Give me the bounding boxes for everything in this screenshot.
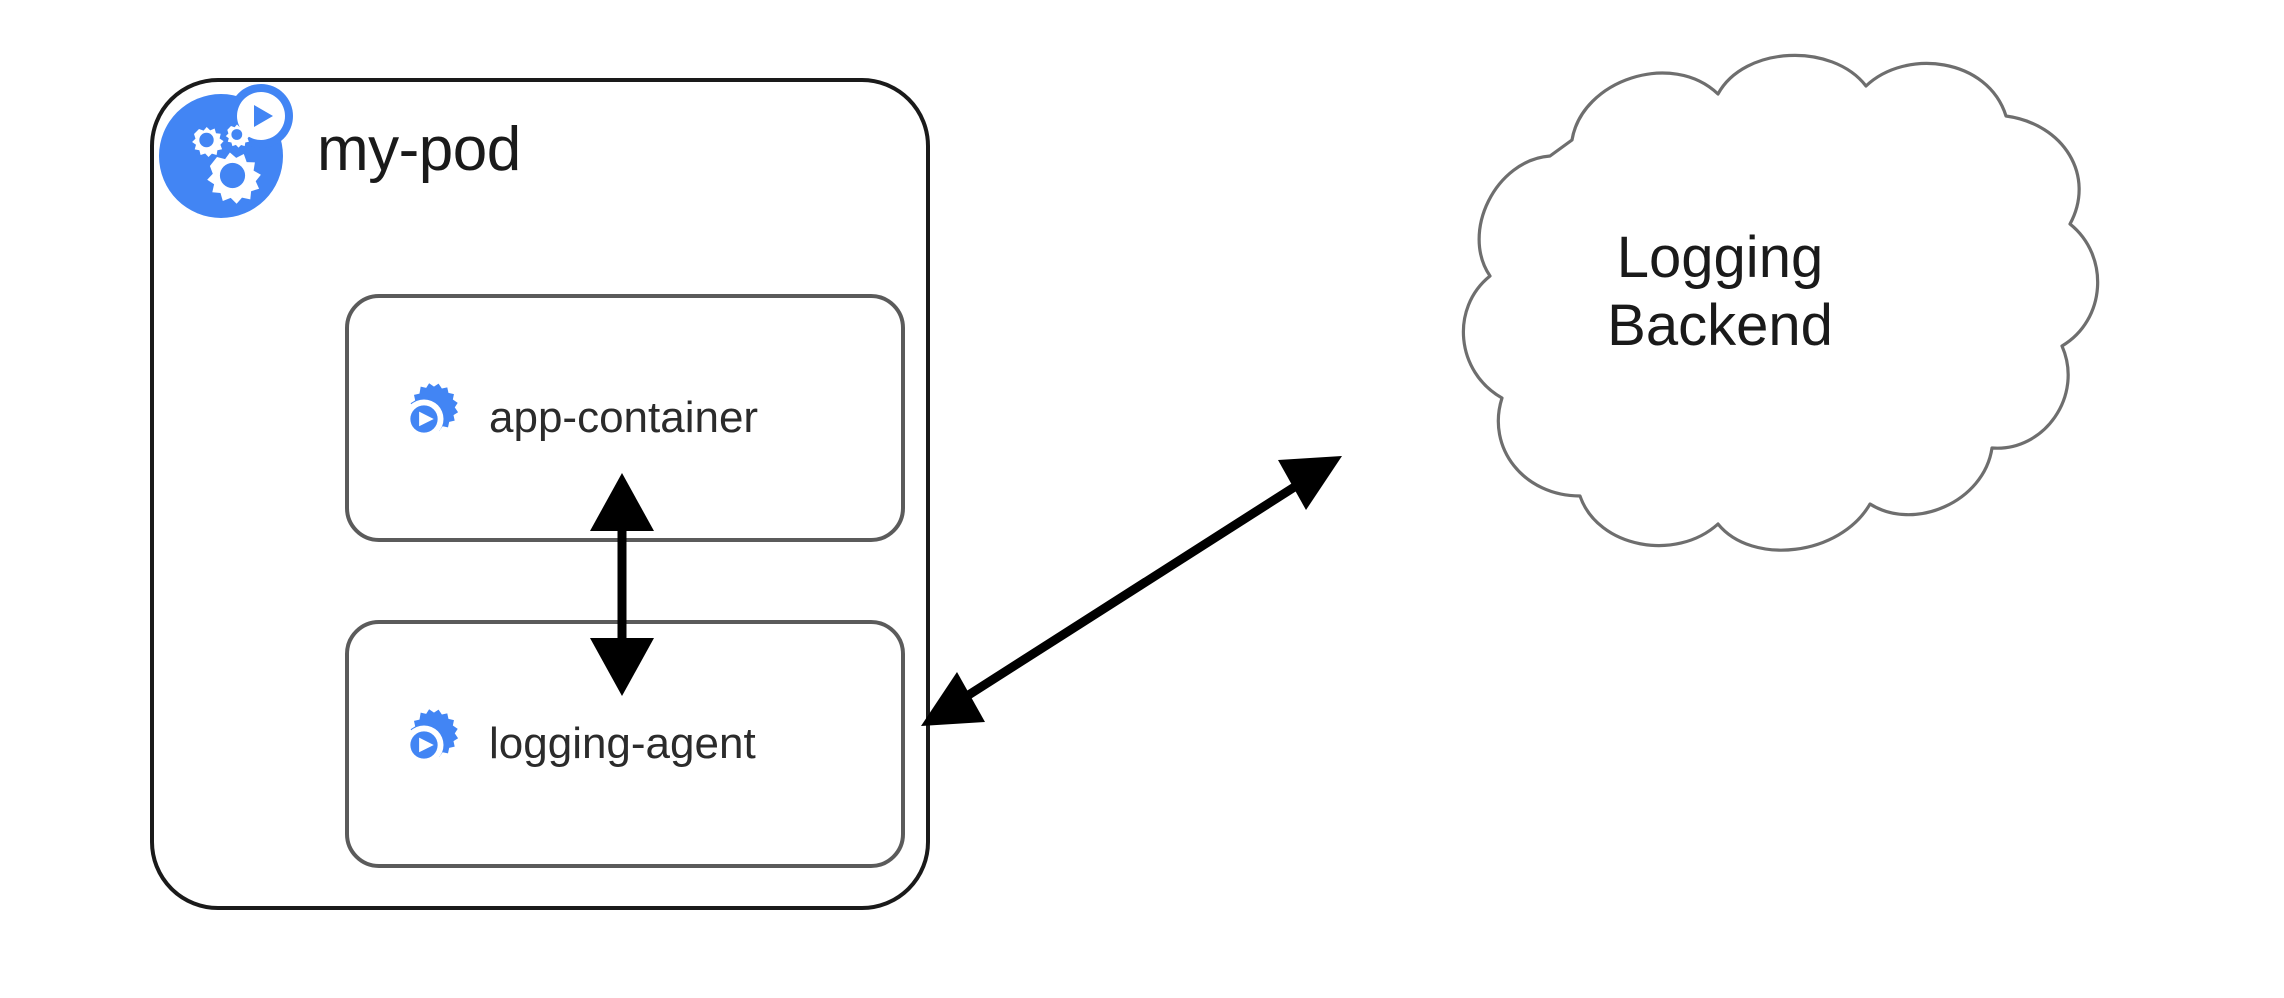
- container-box-app-container[interactable]: app-container: [345, 294, 905, 542]
- container-label-logging-agent: logging-agent: [489, 719, 756, 768]
- container-box-logging-agent[interactable]: logging-agent: [345, 620, 905, 868]
- cloud-shape: [1461, 53, 2100, 552]
- pod-title: my-pod: [317, 115, 521, 184]
- pod-header: my-pod: [155, 82, 521, 222]
- cloud-label: Logging Backend: [1320, 224, 2120, 361]
- container-gear-play-icon: [404, 709, 459, 765]
- cloud-label-line-1: Logging: [1616, 225, 1824, 290]
- container-gear-play-icon: [404, 383, 459, 439]
- kubernetes-pod-icon: [159, 84, 293, 218]
- container-label-app-container: app-container: [489, 393, 759, 442]
- cloud-label-line-2: Backend: [1607, 293, 1833, 359]
- logging-backend-cloud[interactable]: Logging Backend: [1320, 28, 2120, 648]
- arrow-agent-to-backend: [921, 456, 1342, 726]
